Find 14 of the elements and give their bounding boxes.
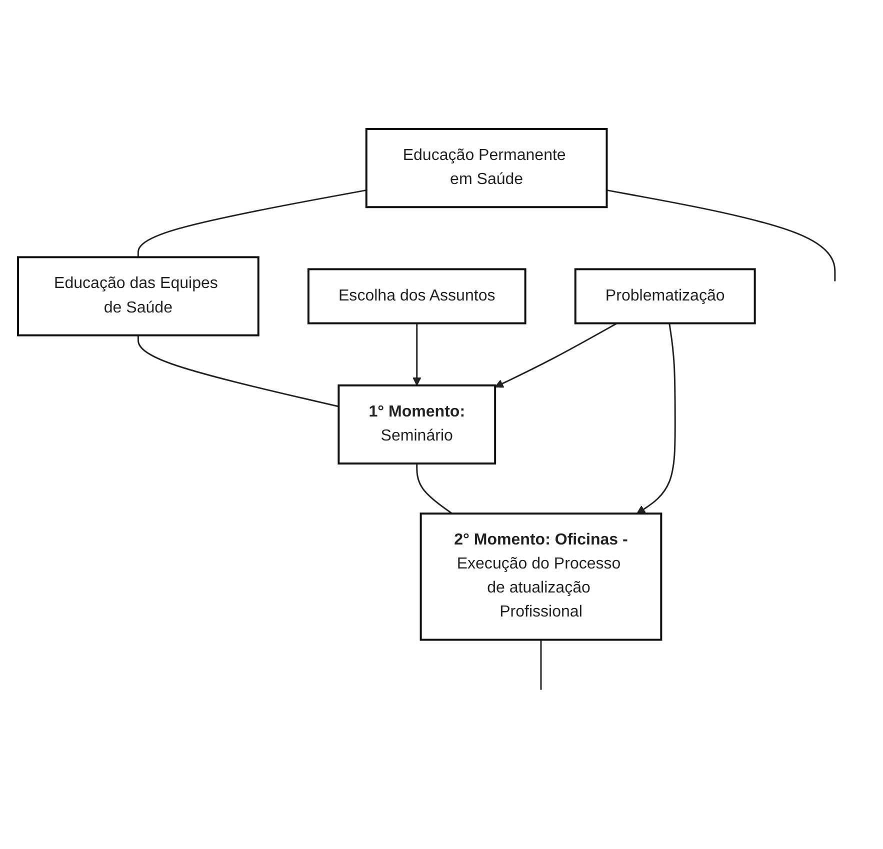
connector bbox=[540, 640, 542, 690]
node-box: 1° Momento: Seminário bbox=[338, 384, 496, 465]
connector bbox=[416, 464, 453, 514]
connector bbox=[137, 189, 367, 258]
node-box: Problematização bbox=[574, 268, 756, 324]
node-box: Escolha dos Assuntos bbox=[307, 268, 526, 324]
arrow bbox=[494, 322, 618, 388]
arrow bbox=[636, 323, 676, 514]
node-box: Educação Permanente em Saúde bbox=[365, 128, 608, 208]
node-box: 2° Momento: Oficinas - Execução do Processo de atualização Profissional bbox=[420, 512, 662, 641]
connector bbox=[606, 189, 836, 282]
arrow bbox=[412, 323, 422, 386]
connector bbox=[137, 335, 339, 408]
node-box: Educação das Equipes de Saúde bbox=[17, 256, 260, 336]
